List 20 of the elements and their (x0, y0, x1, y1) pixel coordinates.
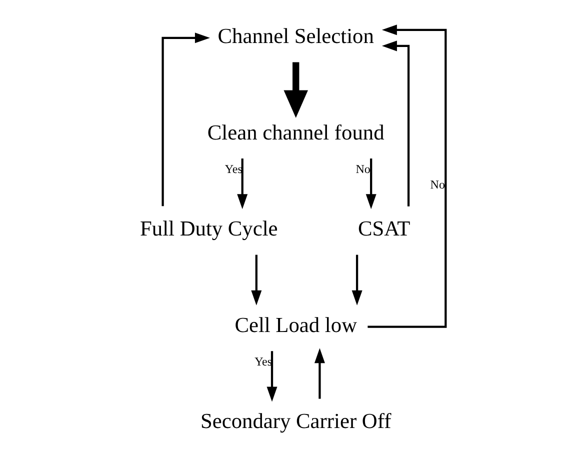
arrow (381, 40, 410, 206)
arrow (161, 32, 210, 206)
arrow (351, 254, 362, 306)
edge-label: Yes (224, 162, 242, 176)
edge-label: Yes (254, 354, 272, 369)
edge-label: No (355, 162, 370, 176)
node-text: Cell Load low (234, 312, 357, 337)
arrow (365, 158, 376, 210)
arrow (266, 351, 277, 402)
node-text: Secondary Carrier Off (200, 409, 391, 434)
node-text: Clean channel found (206, 120, 384, 144)
arrow (283, 62, 308, 118)
node-text: CSAT (357, 216, 410, 241)
arrow (236, 158, 248, 210)
arrow (314, 348, 324, 399)
arrow (250, 254, 262, 306)
arrow (367, 24, 446, 328)
edge-label: No (430, 178, 444, 192)
node-text: Full Duty Cycle (140, 216, 278, 241)
node-text: Channel Selection (217, 24, 374, 48)
